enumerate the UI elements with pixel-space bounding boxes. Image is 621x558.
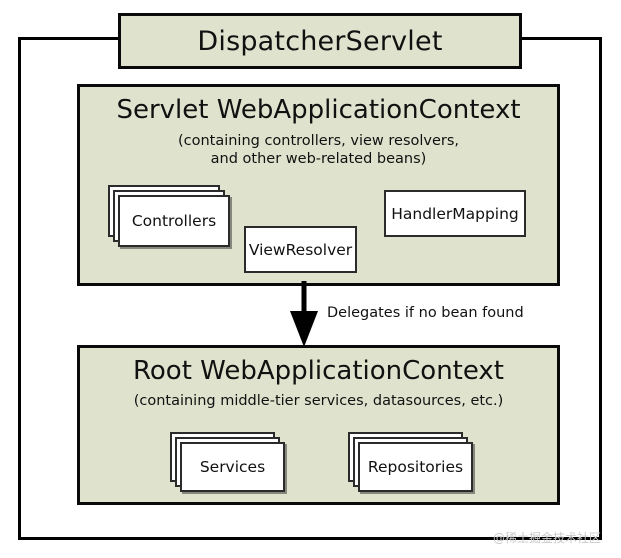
controllers-bean-stack[interactable]: Controllers <box>108 185 230 247</box>
controllers-bean-label: Controllers <box>118 195 230 247</box>
servlet-context-subtitle: (containing controllers, view resolvers,… <box>80 132 557 168</box>
viewresolver-bean[interactable]: ViewResolver <box>244 226 357 273</box>
handlermapping-bean-label: HandlerMapping <box>391 204 519 223</box>
services-bean-stack[interactable]: Services <box>170 432 285 494</box>
servlet-context-heading: Servlet WebApplicationContext <box>116 95 521 125</box>
viewresolver-bean-label: ViewResolver <box>248 240 353 259</box>
repositories-bean-label: Repositories <box>358 442 473 492</box>
servlet-context-subtitle-line-1: (containing controllers, view resolvers, <box>177 133 460 149</box>
handlermapping-bean[interactable]: HandlerMapping <box>384 190 526 237</box>
services-bean-label: Services <box>180 442 285 492</box>
watermark: @稀土掘金技术社区 <box>492 531 601 545</box>
delegates-arrow-label: Delegates if no bean found <box>327 305 524 321</box>
servlet-context-subtitle-line-2: and other web-related beans) <box>210 151 427 167</box>
root-context-heading: Root WebApplicationContext <box>133 356 504 386</box>
root-webapplicationcontext-panel: Root WebApplicationContext (containing m… <box>77 345 560 505</box>
root-context-subtitle: (containing middle-tier services, dataso… <box>133 393 504 409</box>
delegates-arrow-icon <box>290 281 318 347</box>
dispatcher-servlet-title-box: DispatcherServlet <box>118 13 522 69</box>
repositories-bean-stack[interactable]: Repositories <box>348 432 473 494</box>
page-title: DispatcherServlet <box>197 25 443 57</box>
